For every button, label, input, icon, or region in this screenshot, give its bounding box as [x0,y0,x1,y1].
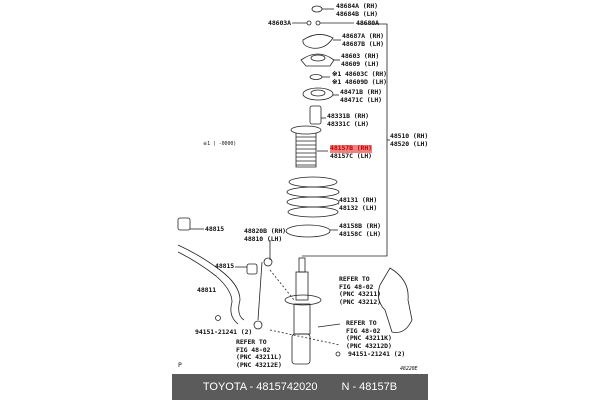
support-part [300,53,335,67]
coil-spring-part [286,176,340,218]
label-48815-lower[interactable]: 48815 [215,262,235,270]
label-48158: 48158B (RH)48158C (LH) [339,222,381,238]
label-48131: 48131 (RH)48132 (LH) [339,196,378,212]
part-number[interactable]: 48471B (RH) [340,88,382,96]
label-94151-upper[interactable]: 94151-21241 (2) [195,328,253,336]
plate-part [302,34,334,49]
label-48603c: ※1 48603C (RH)※1 48609D (LH) [332,70,387,86]
part-number[interactable]: 48687B (LH) [342,39,384,48]
label-48680a[interactable]: 48680A [356,19,379,27]
part-number[interactable]: 48157C (LH) [330,151,372,160]
strut-part [284,257,322,365]
label-48157: 48157B (RH)48157C (LH) [330,144,372,160]
part-number[interactable]: 48132 (LH) [339,203,378,212]
label-48471: 48471B (RH)48471C (LH) [340,88,382,104]
label-48603: 48603 (RH)48609 (LH) [341,52,380,68]
part-number[interactable]: 48810 (LH) [244,234,283,243]
label-48811[interactable]: 48811 [197,286,217,294]
label-48603a[interactable]: 48603A [268,19,291,27]
label-48331: 48331B (RH)48331C (LH) [327,112,369,128]
part-number[interactable]: 48820B (RH) [244,227,286,235]
part-number[interactable]: 48684A (RH) [336,2,378,10]
label-48820: 48820B (RH)48810 (LH) [244,227,286,243]
part-number[interactable]: 48331B (RH) [327,112,369,120]
part-number-caption: TOYOTA - 4815742020 [202,381,318,393]
part-number[interactable]: ※1 48609D (LH) [332,77,387,86]
part-number[interactable]: 48510 (RH) [390,132,429,140]
stabilizer-bar-part [177,217,258,325]
knuckle-part [377,267,413,333]
bump-stop-part [309,105,322,125]
page-mark: P [178,361,182,369]
label-48510: 48510 (RH)48520 (LH) [390,132,429,148]
part-number[interactable]: 48609 (LH) [341,59,380,68]
spring-seat-part [285,224,331,238]
nut-part [306,20,312,26]
part-number[interactable]: 48331C (LH) [327,119,369,128]
label-48684: 48684A (RH)48684B (LH) [336,2,378,18]
part-number[interactable]: 48131 (RH) [339,196,378,204]
part-number[interactable]: 48684B (LH) [336,9,378,18]
part-number[interactable]: 48603 (RH) [341,52,380,60]
highlighted-part-number[interactable]: 48157B (RH) [330,144,372,153]
label-48687: 48687A (RH)48687B (LH) [342,32,384,48]
footnote: ※1 ( -0000) [203,141,237,147]
washer-part [309,74,323,80]
stabilizer-link-part [257,240,271,321]
label-94151-lower[interactable]: 94151-21241 (2) [348,350,406,358]
dust-boot-part [290,125,322,135]
part-number[interactable]: 48520 (LH) [390,139,429,148]
bearing-part [302,87,334,101]
part-number[interactable]: 48471C (LH) [340,95,382,104]
part-number[interactable]: 48158B (RH) [339,222,381,230]
label-48815[interactable]: 48815 [205,225,225,233]
reference-caption: N - 48157B [341,381,398,393]
part-number[interactable]: 48687A (RH) [342,32,384,40]
cap-part [311,5,323,13]
part-number[interactable]: 48158C (LH) [339,229,381,238]
part-number[interactable]: ※1 48603C (RH) [332,70,387,78]
footer-bar: TOYOTA - 4815742020 N - 48157B [172,374,428,400]
figure-code: 48220E [400,366,418,372]
